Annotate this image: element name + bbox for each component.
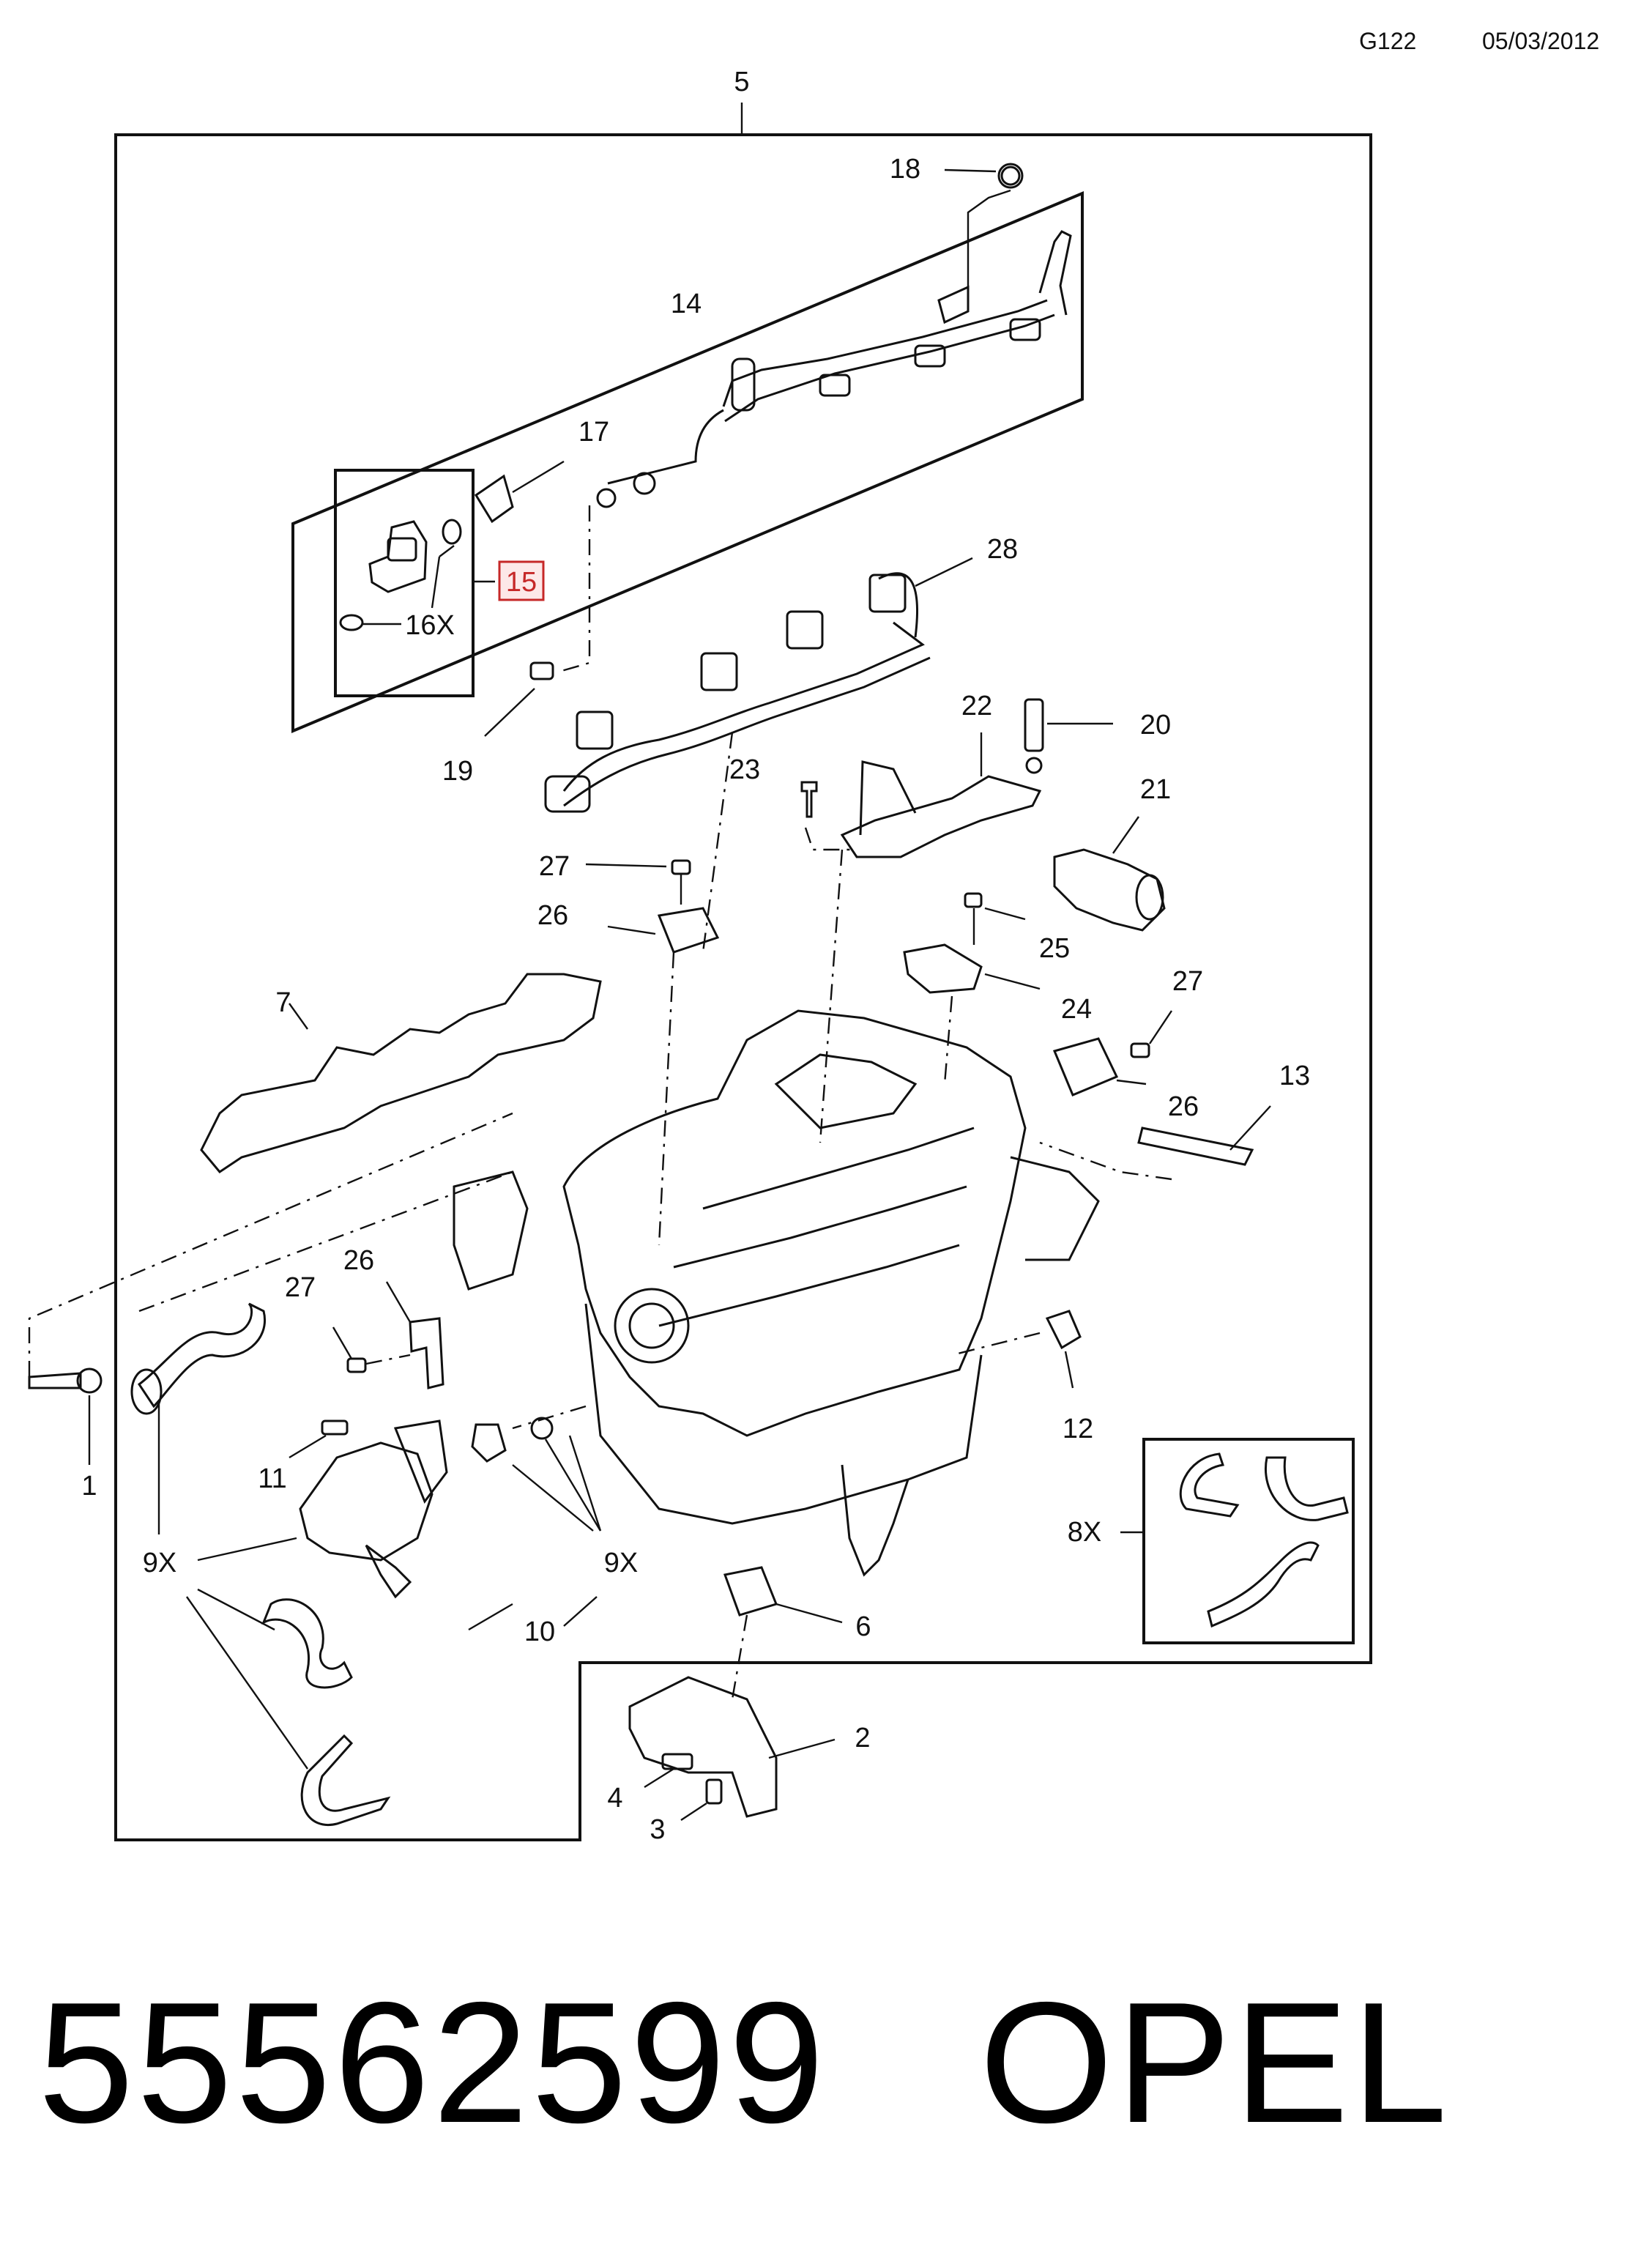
callout-22: 22 [961, 691, 992, 721]
callout-20: 20 [1140, 710, 1171, 741]
hose-9x-lower-1 [261, 1598, 353, 1689]
bolt-19 [484, 661, 554, 737]
wiring-harness [544, 557, 973, 813]
dash-assembly-1 [28, 1112, 513, 1377]
dash-assembly-9 [512, 1405, 587, 1430]
fuel-rail-frame [291, 190, 1084, 734]
bolt-3 [680, 1778, 723, 1822]
callout-26-left: 26 [343, 1245, 374, 1276]
clamp-12 [1045, 1310, 1082, 1389]
part-number-footer: 55562599 OPEL [38, 1963, 1450, 2161]
pressure-regulator-21 [1053, 816, 1166, 932]
callout-8x: 8X [1068, 1517, 1101, 1548]
dash-assembly-8 [951, 1332, 1041, 1356]
bracket-22 [800, 732, 1042, 858]
callout-14: 14 [671, 289, 702, 319]
callout-19: 19 [442, 756, 473, 787]
fuel-rail [556, 166, 1072, 674]
gasket-7 [200, 973, 602, 1173]
callout-9x-left: 9X [143, 1548, 176, 1578]
dash-assembly-5 [819, 849, 844, 1143]
hose-kit-8x [1120, 1452, 1349, 1628]
callout-11: 11 [258, 1463, 286, 1494]
bracket-26-right [1052, 1037, 1147, 1096]
hose-9x-lower-2 [300, 1734, 391, 1826]
bracket-26-left [385, 1281, 444, 1389]
screw-25 [964, 892, 1026, 945]
callout-5: 5 [734, 67, 749, 97]
diagram-date: 05/03/2012 [1482, 28, 1600, 54]
callout-18: 18 [890, 154, 920, 185]
screw-27-top [585, 859, 691, 905]
callout-23: 23 [729, 754, 760, 785]
screw-27-left [332, 1326, 411, 1373]
callout-27-left: 27 [285, 1272, 316, 1303]
diagram-code: G122 [1359, 28, 1417, 54]
highlight-box-15 [498, 560, 545, 601]
callout-6: 6 [855, 1611, 871, 1642]
callout-4: 4 [607, 1783, 622, 1814]
callout-27-top: 27 [539, 851, 570, 882]
bolt-1 [28, 1367, 103, 1465]
gasket-13 [1137, 1105, 1271, 1166]
callout-25: 25 [1039, 933, 1070, 964]
callout-17: 17 [578, 417, 609, 448]
bracket-26-top [607, 907, 720, 954]
callout-27-right: 27 [1172, 966, 1203, 997]
callout-3: 3 [650, 1814, 665, 1845]
assembly-frame [114, 133, 1372, 1841]
callout-16x: 16X [405, 610, 455, 641]
callout-2: 2 [855, 1723, 870, 1753]
dash-assembly-7 [1039, 1141, 1172, 1181]
bolt-18 [944, 163, 1024, 189]
fuel-injector [339, 519, 495, 631]
callout-1: 1 [81, 1471, 97, 1502]
clip-17 [474, 460, 565, 524]
dash-assembly-6 [943, 995, 953, 1085]
callout-26-right: 26 [1168, 1091, 1199, 1122]
dash-assembly-4 [702, 732, 734, 953]
part-number: 55562599 [38, 1966, 827, 2159]
callout-10: 10 [524, 1617, 555, 1647]
mount-6 [723, 1566, 843, 1700]
dash-assembly-3 [658, 951, 675, 1246]
screw-27-right [1130, 1010, 1172, 1058]
callout-12: 12 [1063, 1414, 1093, 1444]
map-sensor-24 [903, 943, 1041, 994]
hose-9x-upper [130, 1302, 266, 1415]
hose-kit-box [1142, 1438, 1355, 1644]
brand-name: OPEL [979, 1966, 1451, 2159]
throttle-body-10 [299, 1419, 598, 1631]
bolt-4 [644, 1753, 693, 1789]
callout-15-highlighted: 15 [506, 567, 537, 598]
clip-9x [471, 1417, 554, 1463]
bracket-2 [628, 1676, 836, 1818]
callout-9x-right: 9X [604, 1548, 638, 1578]
sensor-20 [1024, 698, 1113, 774]
callout-21: 21 [1140, 774, 1171, 805]
callout-7: 7 [275, 987, 291, 1018]
callout-28: 28 [987, 534, 1018, 565]
intake-manifold [453, 1009, 1100, 1577]
callout-24: 24 [1061, 994, 1092, 1025]
callout-13: 13 [1279, 1061, 1310, 1091]
callout-26-top: 26 [537, 900, 568, 931]
screw-11 [289, 1419, 349, 1459]
injector-box [334, 469, 475, 697]
